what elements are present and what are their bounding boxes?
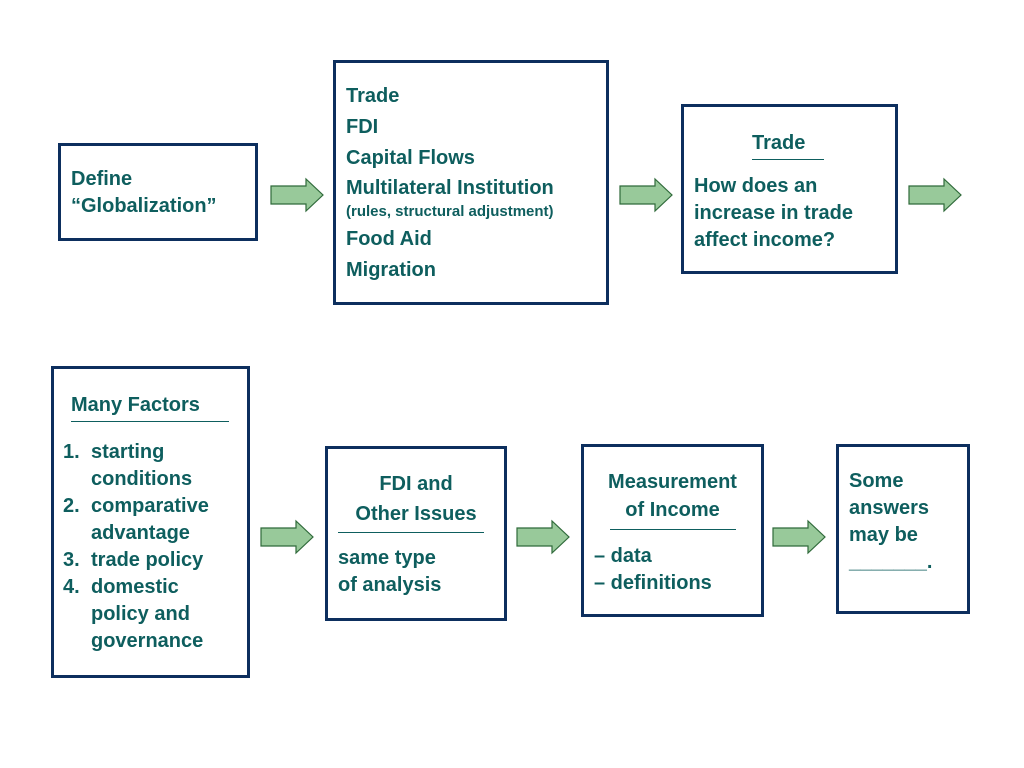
fdi-title-line2: Other Issues (355, 503, 477, 525)
fdi-body-line1: same type (338, 547, 436, 569)
answers-line2: answers (849, 497, 930, 519)
fdi-title-line1: FDI and (379, 473, 453, 495)
many-factors-title: Many Factors (71, 394, 200, 416)
define-globalization-box: Define “Globalization” (58, 143, 258, 241)
factor-text: advantage (91, 522, 190, 544)
arrow-4-icon (260, 519, 314, 555)
factor-text: comparative (91, 495, 209, 517)
arrow-5-icon (516, 519, 570, 555)
arrow-2-icon (619, 177, 673, 213)
trade-question-box: Trade How does an increase in trade affe… (681, 104, 898, 274)
factor-number: 4. (63, 576, 80, 598)
factor-item: 1. starting conditions (63, 439, 209, 493)
factor-number: 2. (63, 495, 80, 517)
globalization-components-box: Trade FDI Capital Flows Multilateral Ins… (333, 60, 609, 305)
trade-title: Trade (752, 132, 806, 154)
answers-line3: may be (849, 524, 918, 546)
some-answers-box: Some answers may be _______. (836, 444, 970, 614)
factor-text: domestic (91, 576, 179, 598)
factor-text: policy and (91, 603, 190, 625)
item-trade: Trade (346, 85, 400, 107)
measurement-definitions: – definitions (594, 572, 712, 594)
factor-number: 3. (63, 549, 80, 571)
factors-list: 1. starting conditions 2. comparative ad… (63, 439, 209, 655)
trade-question-line2: increase in trade (694, 202, 853, 224)
factor-item: 2. comparative advantage (63, 493, 209, 547)
item-fdi: FDI (346, 116, 379, 138)
measurement-title-line2: of Income (625, 499, 720, 521)
factor-text: trade policy (91, 549, 204, 571)
item-food-aid: Food Aid (346, 228, 432, 250)
factor-item: 4. domestic policy and governance (63, 574, 209, 655)
arrow-1-icon (270, 177, 324, 213)
fdi-body-line2: of analysis (338, 574, 442, 596)
globalization-label: “Globalization” (71, 195, 217, 217)
multilateral-note: (rules, structural adjustment) (346, 203, 554, 220)
measurement-title-line1: Measurement (608, 471, 737, 493)
factor-text: starting (91, 441, 165, 463)
item-migration: Migration (346, 259, 436, 281)
factor-text: conditions (91, 468, 193, 490)
factor-item: 3. trade policy (63, 547, 209, 574)
many-factors-underline (71, 421, 229, 422)
fdi-title-underline (338, 532, 484, 533)
item-multilateral-institution: Multilateral Institution (346, 177, 554, 199)
fdi-other-issues-box: FDI and Other Issues same type of analys… (325, 446, 507, 621)
factor-number: 1. (63, 441, 80, 463)
trade-question-line3: affect income? (694, 229, 836, 251)
factor-text: governance (91, 630, 204, 652)
trade-question-line1: How does an (694, 175, 818, 197)
measurement-title-underline (610, 529, 736, 530)
trade-title-underline (752, 159, 824, 160)
many-factors-box: Many Factors 1. starting conditions 2. c… (51, 366, 250, 678)
define-label: Define (71, 168, 133, 190)
arrow-6-icon (772, 519, 826, 555)
arrow-3-icon (908, 177, 962, 213)
measurement-data: – data (594, 545, 652, 567)
answers-line1: Some (849, 470, 904, 492)
measurement-income-box: Measurement of Income – data – definitio… (581, 444, 764, 617)
item-capital-flows: Capital Flows (346, 147, 475, 169)
answers-line4: _______. (849, 551, 933, 573)
